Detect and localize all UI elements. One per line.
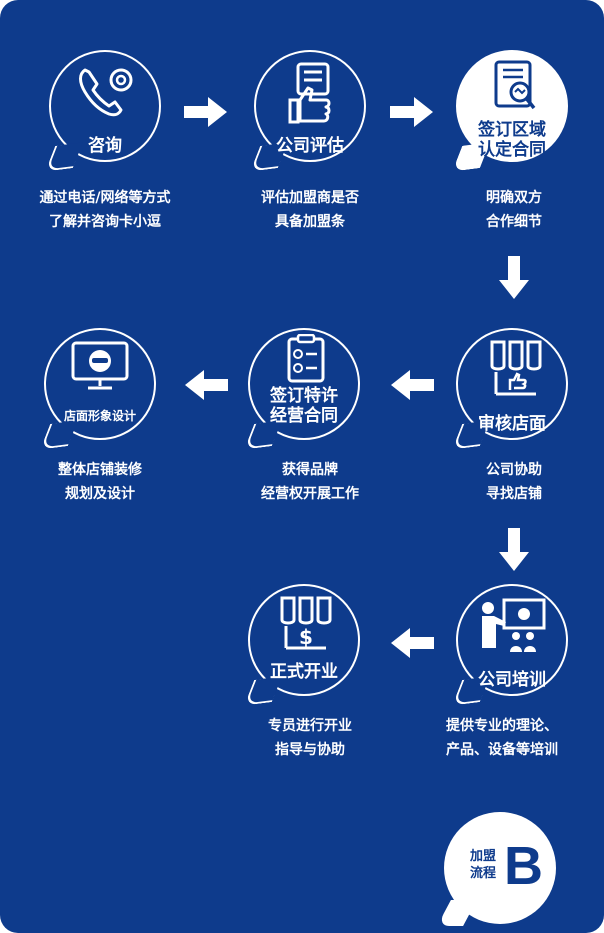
checklist-icon (287, 334, 325, 383)
thumbs-up-document-icon (288, 62, 331, 124)
step-description: 通过电话/网络等方式 了解并咨询卡小逗 (5, 186, 205, 234)
step-bubble (456, 328, 568, 440)
step-label: 签订特许 经营合同 (248, 386, 360, 426)
step-bubble (44, 328, 156, 440)
desc-line: 具备加盟条 (275, 214, 345, 230)
step-label-line: 店面形象设计 (63, 409, 136, 423)
desc-line: 明确双方 (486, 190, 542, 206)
phone-icon (79, 68, 133, 117)
step-label-line: 认定合同 (478, 140, 546, 160)
monitor-icon (71, 341, 129, 390)
arrow-left-icon (391, 628, 434, 658)
svg-text:$: $ (299, 625, 313, 649)
badge-text: 加盟 流程 (470, 848, 510, 882)
step-bubble (248, 328, 360, 440)
step-label: 公司培训 (456, 670, 568, 690)
desc-line: 规划及设计 (65, 486, 135, 502)
step-label-line: 咨询 (88, 136, 122, 156)
desc-line: 经营权开展工作 (261, 486, 359, 502)
desc-line: 合作细节 (486, 214, 542, 230)
badge-text-line: 加盟 (470, 849, 497, 864)
step-description: 公司协助 寻找店铺 (414, 458, 604, 506)
step-label: 审核店面 (456, 414, 568, 434)
step-description: 评估加盟商是否 具备加盟条 (210, 186, 410, 234)
desc-line: 整体店铺装修 (58, 462, 142, 478)
desc-line: 公司协助 (486, 462, 542, 478)
step-description: 获得品牌 经营权开展工作 (210, 458, 410, 506)
arrow-down-icon (499, 528, 529, 571)
step-label: 签订区域 认定合同 (456, 120, 568, 160)
desc-line: 产品、设备等培训 (446, 742, 558, 758)
step-description: 提供专业的理论、 产品、设备等培训 (402, 714, 602, 762)
step-label-line: 正式开业 (270, 662, 338, 682)
process-badge: 加盟 流程 B (437, 812, 564, 926)
step-description: 专员进行开业 指导与协助 (210, 714, 410, 762)
step-label-line: 公司评估 (276, 136, 344, 156)
arrow-left-icon (185, 370, 228, 400)
desc-line: 了解并咨询卡小逗 (49, 214, 161, 230)
store-dollar-icon: $ (280, 596, 332, 650)
step-label-line: 审核店面 (478, 414, 546, 434)
arrow-down-icon (499, 256, 529, 299)
step-bubble (248, 584, 360, 696)
storefront-approve-icon (490, 340, 542, 396)
step-label-line: 公司培训 (478, 670, 546, 690)
step-bubble (254, 50, 366, 162)
desc-line: 寻找店铺 (486, 486, 542, 502)
arrow-right-icon (184, 97, 227, 127)
arrow-right-icon (390, 97, 433, 127)
contract-icon (494, 60, 536, 110)
step-label-line: 经营合同 (270, 406, 338, 426)
step-description: 整体店铺装修 规划及设计 (0, 458, 200, 506)
step-label-line: 签订特许 (270, 386, 338, 406)
badge-letter: B (504, 836, 543, 896)
badge-text-line: 流程 (470, 866, 497, 881)
step-label: 公司评估 (254, 136, 366, 156)
desc-line: 获得品牌 (282, 462, 338, 478)
step-label: 店面形象设计 (44, 406, 156, 426)
step-bubble (456, 584, 568, 696)
arrow-left-icon (391, 370, 434, 400)
desc-line: 评估加盟商是否 (261, 190, 359, 206)
training-board-icon (482, 598, 546, 652)
desc-line: 通过电话/网络等方式 (39, 190, 171, 206)
step-label-line: 签订区域 (478, 120, 546, 140)
step-bubble (49, 50, 161, 162)
step-label: 正式开业 (248, 662, 360, 682)
desc-line: 提供专业的理论、 (446, 718, 558, 734)
desc-line: 专员进行开业 (268, 718, 352, 734)
step-label: 咨询 (49, 136, 161, 156)
desc-line: 指导与协助 (275, 742, 345, 758)
step-description: 明确双方 合作细节 (414, 186, 604, 234)
